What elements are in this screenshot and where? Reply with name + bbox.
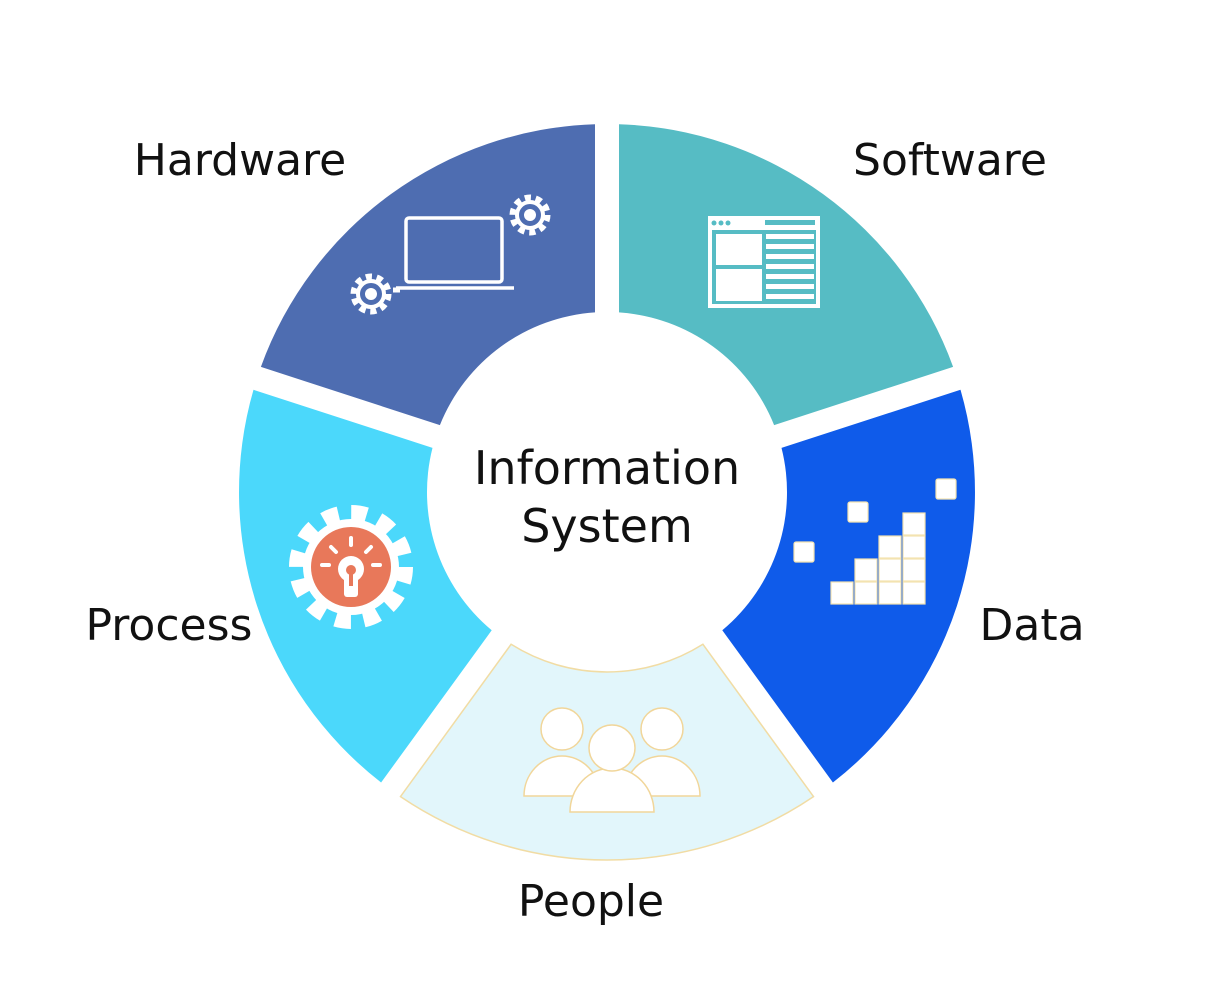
- segment-hardware: [260, 124, 595, 426]
- gear-icon: [509, 194, 551, 236]
- lightbulb-gear-icon: [289, 505, 413, 629]
- center-title-line1: Information: [474, 441, 740, 495]
- people-group-icon: [523, 707, 701, 813]
- browser-window-icon: [708, 216, 820, 308]
- label-process: Process: [86, 600, 253, 651]
- label-software: Software: [853, 135, 1047, 186]
- laptop-gears-icon: [350, 194, 551, 315]
- label-hardware: Hardware: [134, 135, 346, 186]
- label-people: People: [518, 876, 664, 927]
- label-data: Data: [979, 600, 1084, 651]
- center-title-line2: System: [521, 499, 693, 553]
- data-blocks-icon: [793, 478, 957, 605]
- gear-icon: [350, 273, 392, 315]
